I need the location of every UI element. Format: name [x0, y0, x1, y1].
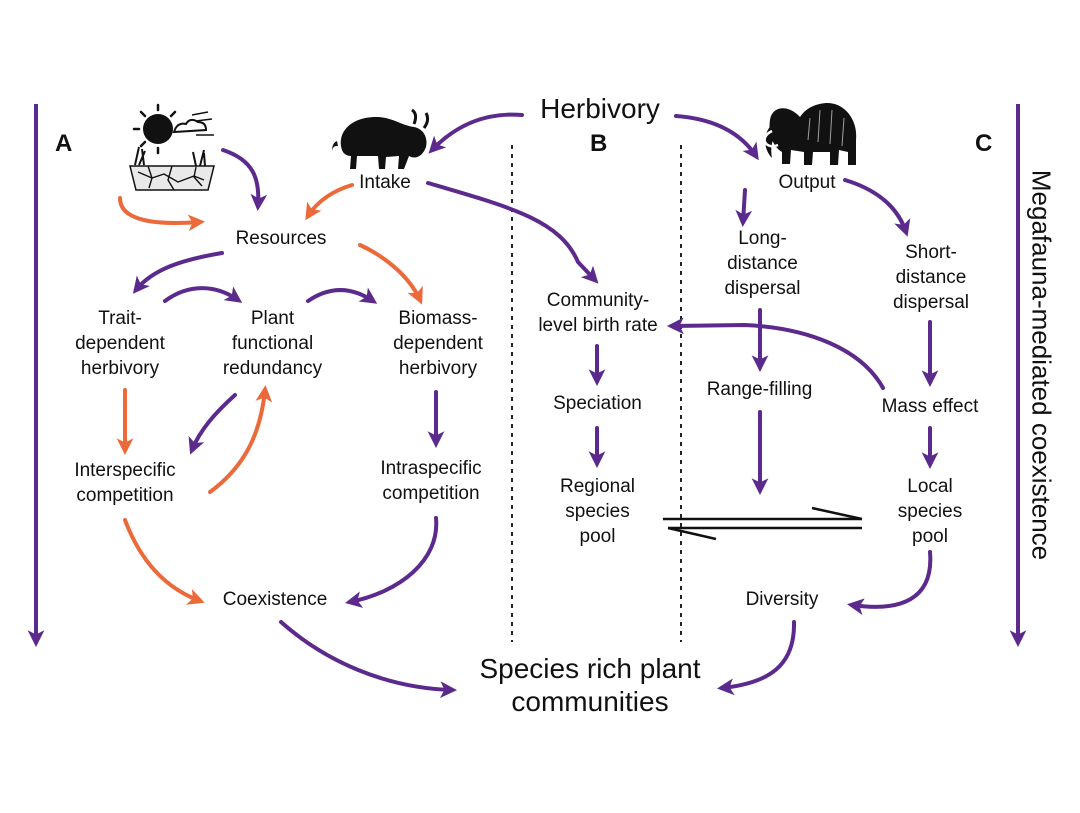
arrow-sun-resources — [221, 148, 268, 212]
node-interspecific-competition: Interspecific competition — [74, 460, 176, 506]
equilibrium-arrows — [663, 506, 863, 541]
node-mass-effect: Mass effect — [881, 396, 979, 417]
arrow-coexistence-species-rich — [279, 620, 458, 699]
panel-label-c: C — [975, 130, 993, 157]
side-label: Megafauna-mediated coexistence — [1026, 169, 1057, 561]
arrow-interspecific-coexistence — [123, 518, 205, 605]
arrow-intake-resources — [305, 183, 354, 221]
node-range-filling: Range-filling — [706, 379, 813, 400]
node-plant-functional-redundancy: Plant functional redundancy — [222, 308, 323, 379]
drought-sun-icon — [129, 103, 215, 191]
arrow-resources-trait — [132, 251, 224, 294]
arrow-resources-biomass — [358, 243, 423, 305]
node-intraspecific-competition: Intraspecific competition — [380, 458, 482, 504]
panel-label-b: B — [590, 130, 608, 157]
arrow-output-short — [843, 178, 911, 237]
node-resources: Resources — [235, 228, 327, 249]
node-output: Output — [778, 172, 836, 193]
node-diversity: Diversity — [745, 589, 819, 610]
node-regional-species-pool: Regional species pool — [560, 476, 635, 547]
node-trait-dependent-herbivory: Trait- dependent herbivory — [75, 308, 165, 379]
node-species-rich-communities: Species rich plant communities — [479, 653, 701, 717]
node-coexistence: Coexistence — [222, 589, 328, 610]
node-community-birth-rate: Community- level birth rate — [538, 290, 658, 336]
arrow-intake-birth-rate — [426, 181, 599, 284]
node-short-distance-dispersal: Short- distance dispersal — [892, 242, 970, 313]
arrow-trait-plant — [163, 286, 243, 303]
arrow-interspecific-plant — [208, 384, 273, 494]
node-herbivory: Herbivory — [540, 93, 660, 124]
arrow-diversity-species-rich — [716, 620, 797, 696]
node-long-distance-dispersal: Long- distance dispersal — [724, 228, 801, 299]
panel-label-a: A — [55, 130, 73, 157]
arrow-drought-resources — [118, 196, 206, 232]
node-speciation: Speciation — [553, 393, 642, 414]
arrow-mass-birth-rate — [666, 317, 885, 390]
node-intake: Intake — [359, 172, 411, 193]
node-local-species-pool: Local species pool — [897, 476, 963, 547]
arrow-plant-biomass — [306, 287, 378, 304]
node-biomass-dependent-herbivory: Biomass- dependent herbivory — [393, 308, 483, 379]
arrow-local-diversity — [847, 550, 933, 616]
arrow-plant-interspecific — [188, 393, 237, 455]
bison-icon — [332, 108, 430, 169]
arrow-output-long — [735, 188, 753, 228]
arrow-herbivory-output — [674, 114, 759, 161]
arrow-intraspecific-coexistence — [345, 516, 439, 608]
mammoth-icon — [763, 102, 857, 165]
arrow-herbivory-intake — [428, 112, 524, 154]
